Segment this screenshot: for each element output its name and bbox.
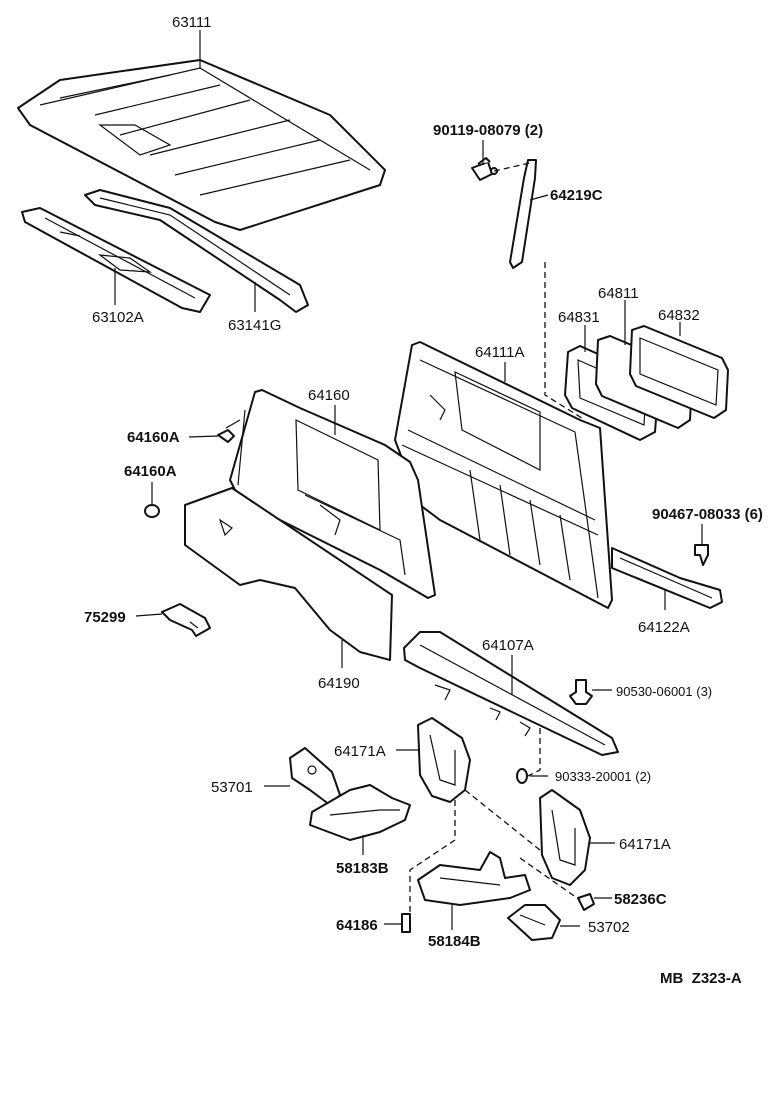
- label-90467: 90467-08033 (6): [652, 506, 763, 523]
- part-bracket-58183b[interactable]: [309, 784, 411, 841]
- part-bracket-64171a-right[interactable]: [539, 789, 591, 886]
- part-bracket-75299[interactable]: [161, 603, 211, 637]
- part-inner-panel-64160[interactable]: [229, 389, 436, 599]
- label-90333: 90333-20001 (2): [555, 769, 651, 784]
- label-64160: 64160: [308, 387, 350, 404]
- label-64171a-2: 64171A: [619, 836, 671, 853]
- part-bolt-90119[interactable]: [471, 157, 498, 181]
- label-63102a: 63102A: [92, 309, 144, 326]
- label-64160a-1: 64160A: [127, 429, 180, 446]
- part-clip-64160a-2[interactable]: [144, 504, 160, 518]
- label-64219c: 64219C: [550, 187, 603, 204]
- label-64122a: 64122A: [638, 619, 690, 636]
- part-seal-64832[interactable]: [629, 325, 729, 419]
- label-53702: 53702: [588, 919, 630, 936]
- label-64832: 64832: [658, 307, 700, 324]
- label-63141g: 63141G: [228, 317, 281, 334]
- part-clip-90467[interactable]: [694, 544, 709, 566]
- part-stay-64219c[interactable]: [509, 159, 537, 269]
- part-bracket-53701[interactable]: [289, 747, 341, 806]
- label-64811: 64811: [598, 285, 639, 302]
- label-64831: 64831: [558, 309, 600, 326]
- part-roof-rail[interactable]: [84, 189, 309, 313]
- part-bracket-58184b[interactable]: [417, 851, 531, 906]
- part-roof-panel[interactable]: [17, 59, 386, 231]
- leader-lines: [114, 30, 703, 930]
- part-sill-64122a[interactable]: [611, 547, 723, 609]
- part-clip-58236c[interactable]: [577, 893, 595, 911]
- assembly-dashed-lines: [409, 162, 586, 914]
- label-64186: 64186: [336, 917, 378, 934]
- label-58184b: 58184B: [428, 933, 481, 950]
- part-bracket-64171a-left[interactable]: [417, 717, 471, 803]
- label-75299: 75299: [84, 609, 126, 626]
- label-64171a-1: 64171A: [334, 743, 386, 760]
- label-90119: 90119-08079 (2): [433, 122, 543, 139]
- label-64107a: 64107A: [482, 637, 534, 654]
- label-64190: 64190: [318, 675, 360, 692]
- part-grommet-90333[interactable]: [516, 768, 528, 784]
- label-64160a-2: 64160A: [124, 463, 177, 480]
- label-90530: 90530-06001 (3): [616, 684, 712, 699]
- part-labels: 63111 63102A 63141G 90119-08079 (2) 6421…: [84, 14, 763, 987]
- label-63111: 63111: [172, 14, 212, 31]
- label-58183b: 58183B: [336, 860, 389, 877]
- label-64111a: 64111A: [475, 344, 525, 361]
- part-clip-64160a-1[interactable]: [217, 419, 241, 443]
- label-53701: 53701: [211, 779, 253, 796]
- part-plug-90530[interactable]: [569, 679, 593, 705]
- diagram-code: MB Z323-A: [660, 970, 742, 987]
- part-roof-header[interactable]: [21, 207, 211, 313]
- part-trim-board-64190[interactable]: [184, 487, 393, 661]
- part-clip-64186[interactable]: [401, 913, 411, 933]
- part-bracket-53702[interactable]: [507, 904, 561, 941]
- label-58236c: 58236C: [614, 891, 667, 908]
